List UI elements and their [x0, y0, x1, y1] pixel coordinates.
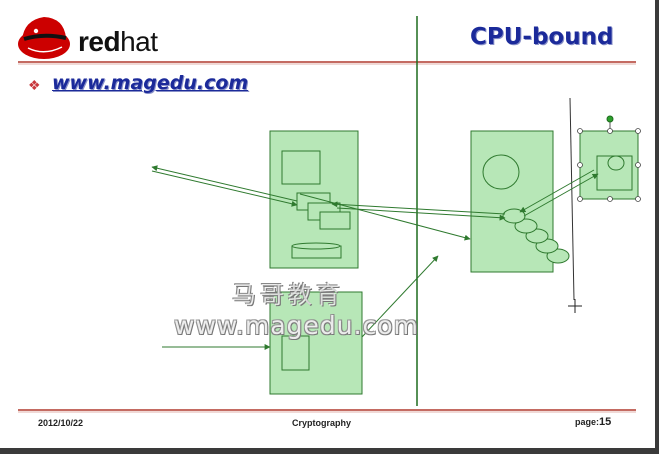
brand-red: red	[78, 26, 121, 57]
brand-hat: hat	[120, 26, 158, 57]
footer-page: page:15	[575, 416, 611, 428]
ellipse-chain	[502, 208, 570, 264]
pen-stroke	[569, 97, 575, 301]
arrows	[151, 165, 599, 350]
page-number: 15	[599, 416, 612, 428]
footer-title: Cryptography	[292, 418, 352, 428]
diamond-bullet-icon: ❖	[28, 77, 41, 93]
website-link[interactable]: www.magedu.com	[52, 72, 249, 94]
left-upper-box	[269, 130, 359, 269]
watermark-url: www.magedu.com	[174, 311, 419, 340]
redhat-logo-icon	[18, 17, 70, 59]
crosshair-cursor-icon	[568, 299, 582, 313]
footer-date: 2012/10/22	[38, 418, 84, 428]
brand-wordmark: redhat	[78, 26, 158, 58]
slide-title: CPU-bound	[470, 24, 614, 50]
selected-box[interactable]	[577, 115, 641, 202]
watermark-chinese: 马哥教育	[232, 281, 344, 309]
left-lower-box	[269, 291, 363, 395]
page-label: page:	[575, 417, 600, 427]
